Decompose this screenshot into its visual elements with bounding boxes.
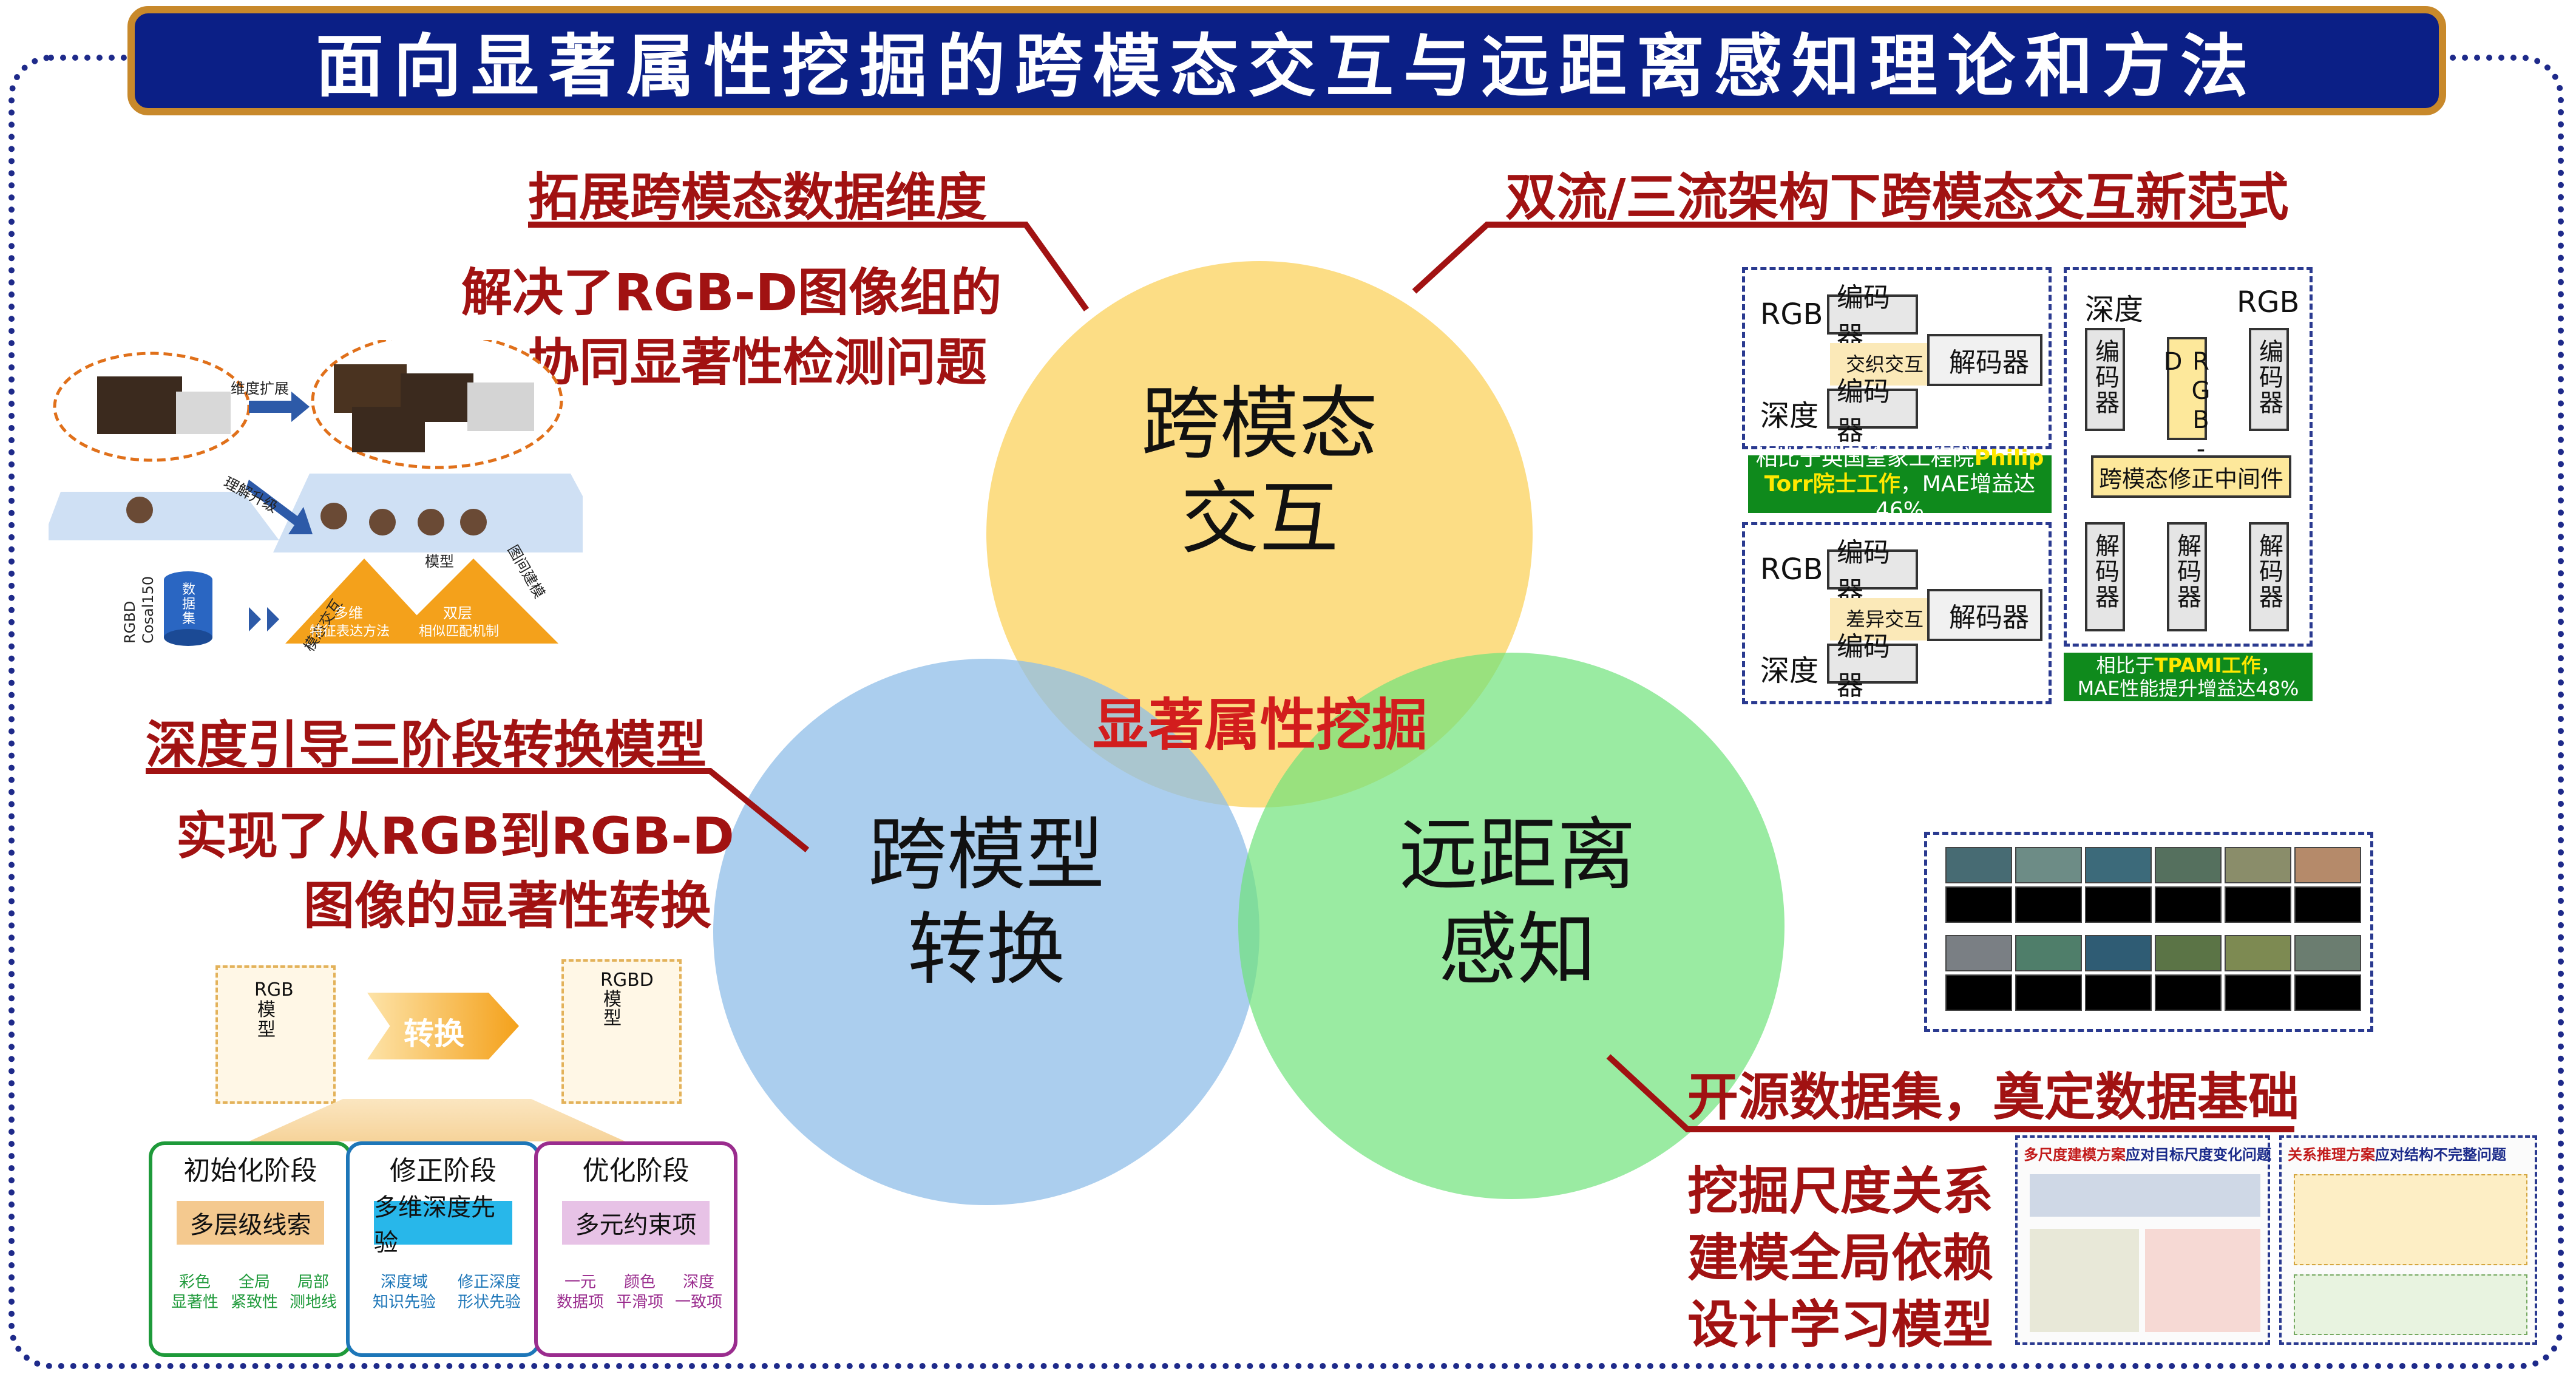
- decoder-box: 解码器: [1927, 589, 2042, 641]
- fig-label-dual: 双层: [443, 605, 472, 622]
- rgb-encoder: 编码器: [2249, 328, 2289, 431]
- bottom-right-line-1: 挖掘尺度关系: [1687, 1161, 1994, 1221]
- stage-init: 初始化阶段 多层级线索 彩色显著性 全局紧致性 局部测地线: [149, 1141, 352, 1357]
- depth-encoder: 编码器: [2085, 328, 2125, 431]
- rgbd-model-card: RGBD模型: [561, 959, 682, 1104]
- encoder-box: 编码器: [1827, 376, 1918, 446]
- stage-correct: 修正阶段 多维深度先验 深度域知识先验 修正深度形状先验: [346, 1141, 540, 1357]
- rgb-model-card: RGB模型: [215, 965, 336, 1104]
- venn-label-top: 跨模态交互: [1141, 378, 1378, 565]
- venn-center-label: 显著属性挖掘: [1093, 693, 1428, 758]
- venn-label-left: 跨模型转换: [867, 809, 1105, 996]
- encoder-box: 编码器: [1827, 537, 1918, 607]
- decoder-box: 解码器: [1927, 334, 2042, 386]
- convert-arrow: 转换: [367, 993, 519, 1059]
- cosal-figure: 维度扩展 理解升级 RGBD Cosal150 数据集 模态交互 模型 图间建模…: [49, 340, 583, 656]
- mid-left-desc-2: 图像的显著性转换: [303, 876, 712, 936]
- dual-stream-note-1: 相比于英国皇家工程院Philip Torr院士工作，MAE增益达46%: [1748, 446, 2052, 523]
- fig-label-multi: 多维: [334, 605, 363, 622]
- encoder-box: 编码器: [1827, 282, 1918, 352]
- rgbd-model-label: RGBD模型: [600, 970, 654, 1029]
- decoder-right: 解码器: [2249, 522, 2289, 631]
- top-right-heading: 双流/三流架构下跨模态交互新范式: [1505, 168, 2289, 227]
- encoder-box: 编码器: [1827, 631, 1918, 701]
- rgbd-encoder: RGB-D: [2159, 337, 2215, 464]
- fig-label-dataset-2: Cosal150: [140, 576, 157, 644]
- venn-circle-left: [713, 659, 1259, 1205]
- leader-line-bottom-right: [1606, 1054, 2294, 1132]
- page-title: 面向显著属性挖掘的跨模态交互与远距离感知理论和方法: [127, 6, 2446, 115]
- multiscale-figure: 多尺度建模方案应对目标尺度变化问题: [2015, 1135, 2271, 1345]
- top-left-heading: 拓展跨模态数据维度: [528, 168, 988, 227]
- triple-stream-note: 相比于TPAMI工作， MAE性能提升增益达48%: [2064, 653, 2313, 701]
- leader-line-top-right: [1412, 222, 2246, 294]
- bottom-right-line-2: 建模全局依赖: [1687, 1228, 1994, 1288]
- fig-label-db: 数据集: [182, 582, 196, 627]
- fig-label-feature: 特征表达方法: [310, 624, 390, 639]
- leader-line-top-left: [528, 222, 1090, 311]
- rgb-model-label: RGB模型: [254, 979, 294, 1041]
- top-left-desc-1: 解决了RGB-D图像组的: [461, 263, 1002, 322]
- cross-modal-middleware: 跨模态修正中间件: [2091, 455, 2291, 498]
- venn-label-right: 远距离感知: [1398, 809, 1636, 996]
- fig-label-matching: 相似匹配机制: [419, 624, 500, 639]
- interleave-interaction: 交织交互: [1830, 343, 1939, 386]
- bottom-right-heading: 开源数据集，奠定数据基础: [1687, 1067, 2300, 1127]
- venn-circle-right: [1238, 653, 1785, 1199]
- remote-sensing-grid: [1924, 832, 2373, 1032]
- decoder-middle: 解码器: [2167, 522, 2207, 631]
- top-left-desc-2: 协同显著性检测问题: [528, 333, 988, 392]
- difference-interaction: 差异交互: [1830, 598, 1939, 641]
- venn-circle-top: [986, 261, 1533, 807]
- decoder-left: 解码器: [2085, 522, 2125, 631]
- dual-stream-panel-2: RGB 编码器 差异交互 深度 编码器 解码器: [1742, 522, 2052, 704]
- stage-optimize: 优化阶段 多元约束项 一元数据项 颜色平滑项 深度一致项: [534, 1141, 737, 1357]
- bottom-right-line-3: 设计学习模型: [1687, 1295, 1994, 1355]
- mid-left-desc-1: 实现了从RGB到RGB-D: [176, 806, 734, 866]
- fig-label-model: 模型: [425, 553, 454, 570]
- triple-stream-panel: 深度 RGB 编码器 RGB-D 编码器 跨模态修正中间件 解码器 解码器 解码…: [2064, 267, 2313, 647]
- leader-line-mid-left: [146, 768, 810, 852]
- fig-label-expand: 维度扩展: [231, 380, 289, 397]
- dual-stream-panel-1: RGB 编码器 交织交互 深度 编码器 解码器: [1742, 267, 2052, 449]
- mid-left-heading: 深度引导三阶段转换模型: [146, 715, 707, 775]
- fig-label-dataset-1: RGBD: [121, 600, 138, 644]
- relation-figure: 关系推理方案应对结构不完整问题: [2279, 1135, 2537, 1345]
